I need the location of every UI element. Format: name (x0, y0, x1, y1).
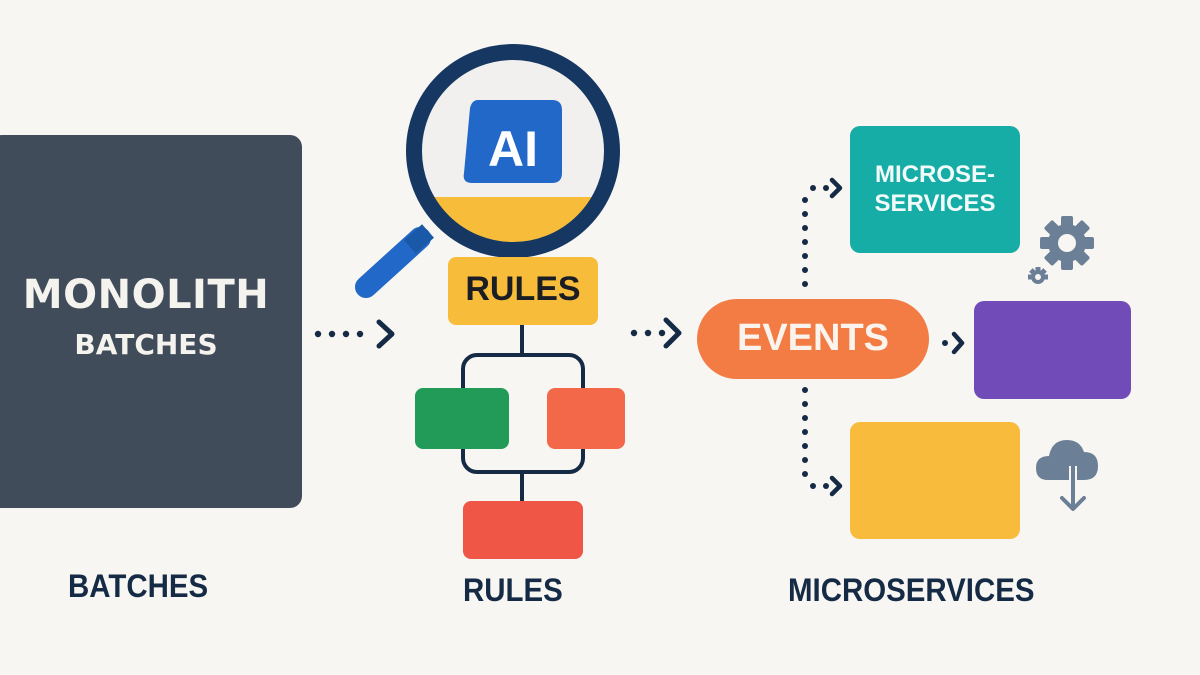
magnifier-icon: AI (355, 44, 620, 298)
arrow-events-to-purple (942, 331, 965, 355)
arrow-batches-to-rules (314, 319, 395, 349)
rule-node-green (415, 388, 509, 449)
rules-box-label: RULES (465, 270, 581, 308)
service-box-purple (974, 301, 1131, 399)
rules-box (448, 257, 598, 325)
ai-badge (463, 100, 562, 183)
small-gear-icon (1028, 267, 1048, 284)
arrow-rules-to-events (630, 317, 682, 349)
monolith-title: MONOLITH (22, 272, 270, 318)
monolith-block (0, 135, 302, 508)
cloud-download-icon (1036, 440, 1098, 511)
gear-icon (1040, 216, 1094, 270)
microservice-label-line1: MICROSE- (875, 161, 995, 188)
caption-rules: RULES (463, 572, 563, 608)
events-label: EVENTS (736, 317, 890, 359)
branch-to-yellow-service (802, 387, 843, 497)
microservice-label: MICROSE- SERVICES (850, 160, 1020, 218)
branch-to-microservices (802, 177, 843, 287)
caption-batches: BATCHES (68, 568, 209, 604)
events-pill (697, 299, 929, 379)
caption-microservices: MICROSERVICES (788, 572, 1035, 608)
rule-node-orange (547, 388, 625, 449)
ai-badge-label: AI (488, 121, 538, 177)
microservice-box (850, 126, 1020, 253)
rule-node-red (463, 501, 583, 559)
service-box-yellow (850, 422, 1020, 539)
microservice-label-line2: SERVICES (874, 190, 996, 217)
monolith-subtitle: BATCHES (74, 328, 218, 361)
